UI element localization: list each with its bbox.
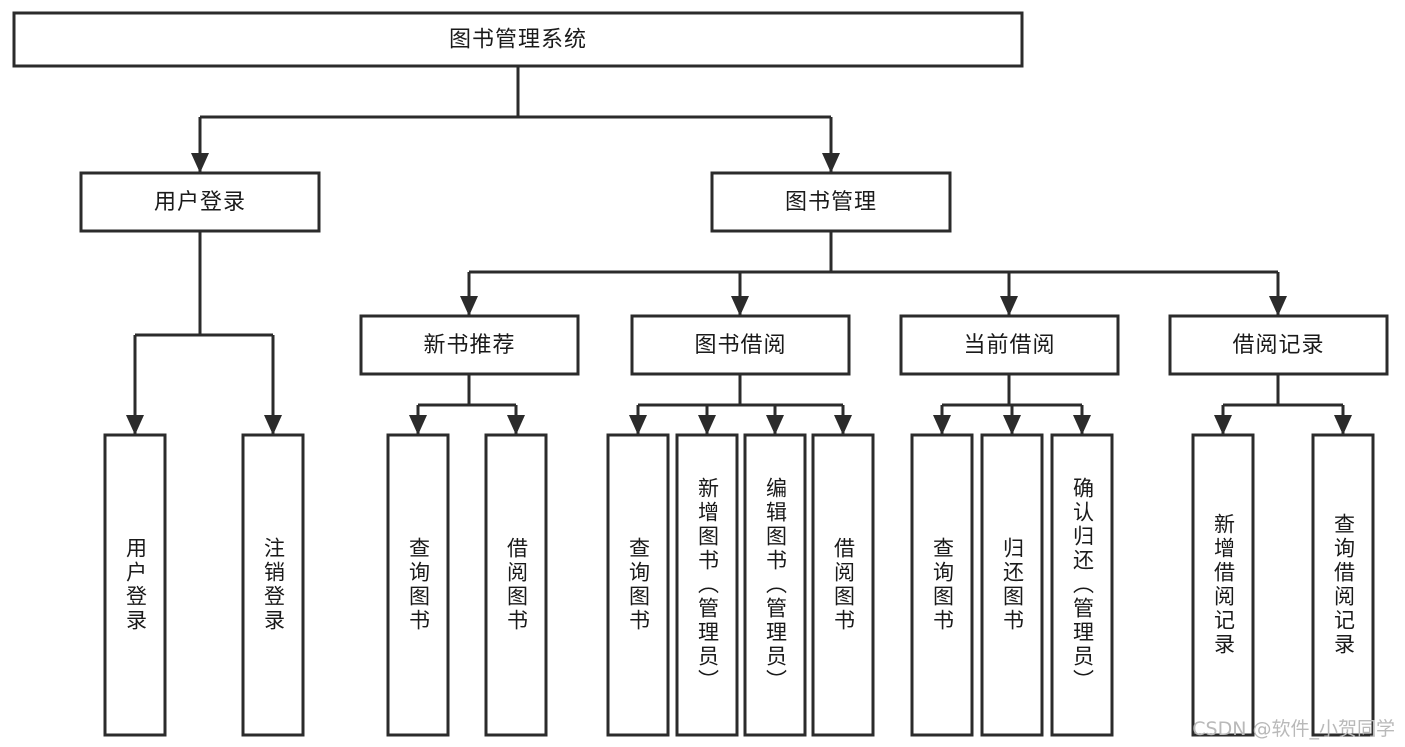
arrow-head-icon xyxy=(731,296,749,316)
node-leaf-query-book-current[interactable]: 查询图书 xyxy=(910,433,974,737)
node-box-leaf-user-logout xyxy=(241,433,305,737)
node-label-new-book-recommend: 新书推荐 xyxy=(423,333,515,358)
arrow-head-icon xyxy=(191,153,209,173)
nodes-layer: 图书管理系统用户登录图书管理新书推荐图书借阅当前借阅借阅记录用户登录注销登录查询… xyxy=(12,11,1389,737)
node-box-leaf-add-borrow-record xyxy=(1191,433,1255,737)
node-box-user-login xyxy=(79,171,321,233)
arrow-head-icon xyxy=(629,415,647,435)
node-root[interactable]: 图书管理系统 xyxy=(12,11,1024,68)
node-label-leaf-borrow-book-rec: 借阅图书 xyxy=(504,537,529,633)
node-box-current-borrow xyxy=(899,314,1120,376)
node-label-wrap-leaf-borrow-book: 借阅图书 xyxy=(831,537,856,633)
node-leaf-query-book-borrow[interactable]: 查询图书 xyxy=(606,433,670,737)
node-label-leaf-confirm-return-admin: 确认归还（管理员） xyxy=(1070,477,1095,693)
node-label-leaf-query-book-rec: 查询图书 xyxy=(406,537,431,633)
arrow-head-icon xyxy=(834,415,852,435)
node-label-leaf-add-book-admin: 新增图书（管理员） xyxy=(695,477,720,693)
node-leaf-user-logout[interactable]: 注销登录 xyxy=(241,433,305,737)
node-box-leaf-query-book-rec xyxy=(386,433,450,737)
connectors-layer xyxy=(126,66,1352,435)
arrow-head-icon xyxy=(409,415,427,435)
arrow-head-icon xyxy=(507,415,525,435)
node-label-wrap-leaf-edit-book-admin: 编辑图书（管理员） xyxy=(763,477,788,693)
node-book-manage[interactable]: 图书管理 xyxy=(710,171,952,233)
node-label-wrap-leaf-query-borrow-record: 查询借阅记录 xyxy=(1331,513,1356,657)
node-label-book-manage: 图书管理 xyxy=(785,190,877,215)
node-box-root xyxy=(12,11,1024,68)
node-leaf-query-borrow-record[interactable]: 查询借阅记录 xyxy=(1311,433,1375,737)
node-label-user-login: 用户登录 xyxy=(154,190,246,215)
node-box-leaf-return-book xyxy=(980,433,1044,737)
node-label-wrap-leaf-borrow-book-rec: 借阅图书 xyxy=(504,537,529,633)
arrow-head-icon xyxy=(1214,415,1232,435)
node-leaf-query-book-rec[interactable]: 查询图书 xyxy=(386,433,450,737)
arrow-head-icon xyxy=(460,296,478,316)
node-box-leaf-edit-book-admin xyxy=(743,433,807,737)
node-box-book-manage xyxy=(710,171,952,233)
node-label-wrap-leaf-add-borrow-record: 新增借阅记录 xyxy=(1211,513,1236,657)
arrow-head-icon xyxy=(766,415,784,435)
node-label-wrap-leaf-return-book: 归还图书 xyxy=(1000,537,1025,633)
node-box-leaf-user-login xyxy=(103,433,167,737)
node-box-leaf-borrow-book-rec xyxy=(484,433,548,737)
node-leaf-edit-book-admin[interactable]: 编辑图书（管理员） xyxy=(743,433,807,737)
node-box-leaf-confirm-return-admin xyxy=(1050,433,1114,737)
node-label-wrap-leaf-user-logout: 注销登录 xyxy=(261,537,286,633)
node-box-leaf-add-book-admin xyxy=(675,433,739,737)
node-label-current-borrow: 当前借阅 xyxy=(963,333,1055,358)
arrow-head-icon xyxy=(1000,296,1018,316)
node-label-wrap-leaf-add-book-admin: 新增图书（管理员） xyxy=(695,477,720,693)
node-label-leaf-add-borrow-record: 新增借阅记录 xyxy=(1211,513,1236,657)
node-leaf-user-login[interactable]: 用户登录 xyxy=(103,433,167,737)
arrow-head-icon xyxy=(1269,296,1287,316)
node-label-root: 图书管理系统 xyxy=(449,28,587,53)
arrow-head-icon xyxy=(264,415,282,435)
node-label-wrap-leaf-query-book-rec: 查询图书 xyxy=(406,537,431,633)
node-label-leaf-query-book-borrow: 查询图书 xyxy=(626,537,651,633)
node-label-wrap-leaf-confirm-return-admin: 确认归还（管理员） xyxy=(1070,477,1095,693)
node-label-wrap-leaf-query-book-current: 查询图书 xyxy=(930,537,955,633)
node-box-borrow-record xyxy=(1168,314,1389,376)
node-leaf-return-book[interactable]: 归还图书 xyxy=(980,433,1044,737)
arrow-head-icon xyxy=(933,415,951,435)
node-label-wrap-leaf-query-book-borrow: 查询图书 xyxy=(626,537,651,633)
node-leaf-borrow-book[interactable]: 借阅图书 xyxy=(811,433,875,737)
node-label-leaf-user-login: 用户登录 xyxy=(123,537,148,633)
node-leaf-add-book-admin[interactable]: 新增图书（管理员） xyxy=(675,433,739,737)
node-new-book-recommend[interactable]: 新书推荐 xyxy=(359,314,580,376)
node-box-leaf-borrow-book xyxy=(811,433,875,737)
arrow-head-icon xyxy=(822,153,840,173)
node-leaf-borrow-book-rec[interactable]: 借阅图书 xyxy=(484,433,548,737)
arrow-head-icon xyxy=(1003,415,1021,435)
node-label-leaf-user-logout: 注销登录 xyxy=(261,537,286,633)
arrow-head-icon xyxy=(1073,415,1091,435)
arrow-head-icon xyxy=(698,415,716,435)
node-current-borrow[interactable]: 当前借阅 xyxy=(899,314,1120,376)
node-label-borrow-record: 借阅记录 xyxy=(1232,333,1324,358)
node-box-new-book-recommend xyxy=(359,314,580,376)
arrow-head-icon xyxy=(126,415,144,435)
node-box-leaf-query-book-borrow xyxy=(606,433,670,737)
node-box-leaf-query-book-current xyxy=(910,433,974,737)
node-borrow-record[interactable]: 借阅记录 xyxy=(1168,314,1389,376)
node-leaf-confirm-return-admin[interactable]: 确认归还（管理员） xyxy=(1050,433,1114,737)
node-book-borrow[interactable]: 图书借阅 xyxy=(630,314,851,376)
node-box-book-borrow xyxy=(630,314,851,376)
node-label-leaf-query-borrow-record: 查询借阅记录 xyxy=(1331,513,1356,657)
node-label-leaf-return-book: 归还图书 xyxy=(1000,537,1025,633)
node-label-book-borrow: 图书借阅 xyxy=(694,333,786,358)
node-user-login[interactable]: 用户登录 xyxy=(79,171,321,233)
node-label-leaf-borrow-book: 借阅图书 xyxy=(831,537,856,633)
node-leaf-add-borrow-record[interactable]: 新增借阅记录 xyxy=(1191,433,1255,737)
node-label-wrap-leaf-user-login: 用户登录 xyxy=(123,537,148,633)
node-box-leaf-query-borrow-record xyxy=(1311,433,1375,737)
arrow-head-icon xyxy=(1334,415,1352,435)
node-label-leaf-edit-book-admin: 编辑图书（管理员） xyxy=(763,477,788,693)
node-label-leaf-query-book-current: 查询图书 xyxy=(930,537,955,633)
